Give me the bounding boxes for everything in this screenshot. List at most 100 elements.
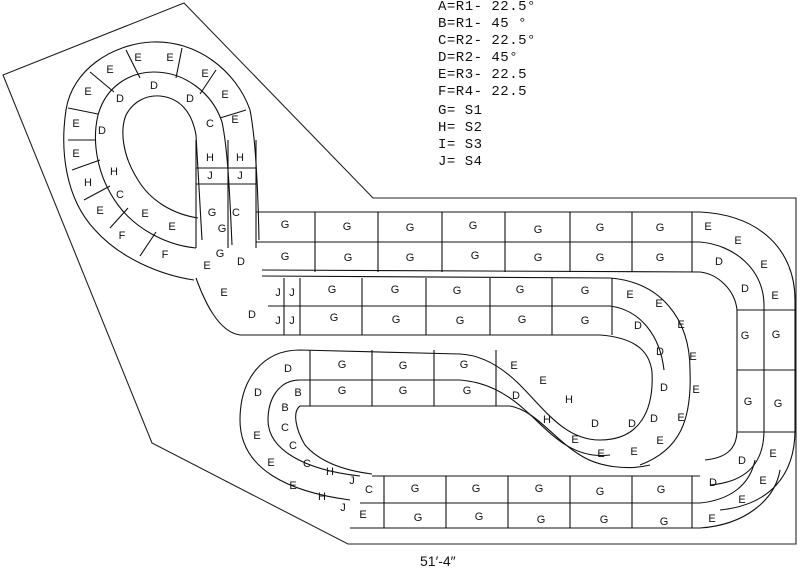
legend-item-g: G= S1 xyxy=(438,103,483,119)
track-tile-label: G xyxy=(596,252,605,264)
track-tile-label: G xyxy=(516,284,525,296)
top-straight-inner xyxy=(261,269,738,461)
track-tile-label: E xyxy=(689,351,696,363)
track-tile-label: G xyxy=(518,314,527,326)
track-tile-label: G xyxy=(406,252,415,264)
track-tile-label: G xyxy=(600,514,609,526)
track-tile-label: E xyxy=(571,434,578,446)
track-tile-label: E xyxy=(141,208,148,220)
track-tile-label: D xyxy=(634,320,642,332)
legend-item-j: J= S4 xyxy=(438,154,483,170)
track-tile-label: G xyxy=(657,484,666,496)
track-outline xyxy=(63,41,796,529)
track-tile-label: G xyxy=(344,252,353,264)
track-tile-label: E xyxy=(759,475,766,487)
track-tile-label: E xyxy=(267,457,274,469)
track-tile-label: G xyxy=(406,222,415,234)
track-tile-label: E xyxy=(630,446,637,458)
track-tile-label: D xyxy=(628,418,636,430)
track-tile-label: C xyxy=(365,484,373,496)
track-tile-label: G xyxy=(453,285,462,297)
track-tile-label: B xyxy=(294,387,301,399)
track-tile-label: J xyxy=(349,475,355,487)
track-tile-label: G xyxy=(456,315,465,327)
mid-straight-inner xyxy=(261,275,691,466)
track-tile-label: G xyxy=(596,486,605,498)
track-tile-label: G xyxy=(656,252,665,264)
track-tile-label: E xyxy=(677,412,684,424)
track-tile-label: B xyxy=(281,402,288,414)
track-tile-label: E xyxy=(510,360,517,372)
track-tile-label: D xyxy=(248,309,256,321)
track-tile-label: C xyxy=(232,207,240,219)
track-tile-label: C xyxy=(303,458,311,470)
track-tile-label: E xyxy=(760,259,767,271)
track-tile-label: H xyxy=(543,414,551,426)
track-tile-label: E xyxy=(769,448,776,460)
track-tile-label: H xyxy=(318,491,326,503)
track-tile-label: E xyxy=(166,52,173,64)
overall-length-dimension: 51′-4″ xyxy=(420,553,456,569)
track-tile-label: H xyxy=(565,394,573,406)
track-tile-label: G xyxy=(472,483,481,495)
track-tile-label: E xyxy=(220,287,227,299)
top-straight-outer xyxy=(256,211,796,511)
track-tile-label: E xyxy=(597,448,604,460)
track-tile-label: G xyxy=(216,248,225,260)
track-tile-label: D xyxy=(254,387,262,399)
track-tile-label: C xyxy=(116,189,124,201)
track-tile-label: C xyxy=(289,440,297,452)
track-tile-label: G xyxy=(399,360,408,372)
mid-straight-outer xyxy=(195,277,653,373)
track-tile-label: J xyxy=(237,170,243,182)
track-tile-label: E xyxy=(231,114,238,126)
track-tile-label: C xyxy=(281,422,289,434)
track-tile-label: G xyxy=(772,329,781,341)
track-tile-label: J xyxy=(340,502,346,514)
track-tile-label: H xyxy=(84,177,92,189)
loop-middle-rail xyxy=(94,71,233,249)
track-tile-label: E xyxy=(677,319,684,331)
track-tile-label: D xyxy=(738,455,746,467)
track-tile-label: G xyxy=(537,514,546,526)
track-tile-label: E xyxy=(738,494,745,506)
s-curve-tight xyxy=(295,405,373,475)
track-tile-label: G xyxy=(741,330,750,342)
loop-inner-rail xyxy=(122,95,203,241)
track-tile-label: E xyxy=(106,64,113,76)
legend-item-e: E=R3- 22.5 xyxy=(438,67,528,83)
track-tile-label: G xyxy=(534,252,543,264)
track-tile-label: E xyxy=(704,221,711,233)
track-tile-label: E xyxy=(72,118,79,130)
loop-outer-rail xyxy=(63,41,260,281)
track-tile-label: E xyxy=(708,513,715,525)
track-tile-label: D xyxy=(656,346,664,358)
track-tile-label: G xyxy=(208,207,217,219)
track-tile-label: G xyxy=(338,359,347,371)
track-tile-label: C xyxy=(206,118,214,130)
track-tile-label: G xyxy=(328,284,337,296)
track-tile-label: G xyxy=(656,222,665,234)
legend-item-d: D=R2- 45° xyxy=(438,50,519,66)
track-tile-label: G xyxy=(463,385,472,397)
track-tile-label: G xyxy=(774,398,783,410)
track-tile-label: G xyxy=(660,516,669,528)
track-tile-label: H xyxy=(236,152,244,164)
track-tile-label: H xyxy=(206,152,214,164)
track-tile-label: G xyxy=(534,224,543,236)
track-tile-label: E xyxy=(692,384,699,396)
track-tile-label: J xyxy=(289,315,295,327)
track-tile-label: E xyxy=(203,260,210,272)
track-tile-label: J xyxy=(207,170,213,182)
legend-item-a: A=R1- 22.5° xyxy=(438,0,536,15)
tile-dividers xyxy=(67,47,795,528)
track-tile-label: D xyxy=(709,477,717,489)
track-tile-label: J xyxy=(275,315,281,327)
track-tile-label: D xyxy=(284,363,292,375)
track-tile-label: E xyxy=(656,435,663,447)
track-tile-label: G xyxy=(414,512,423,524)
room-outline xyxy=(2,2,797,545)
track-tile-label: D xyxy=(660,382,668,394)
